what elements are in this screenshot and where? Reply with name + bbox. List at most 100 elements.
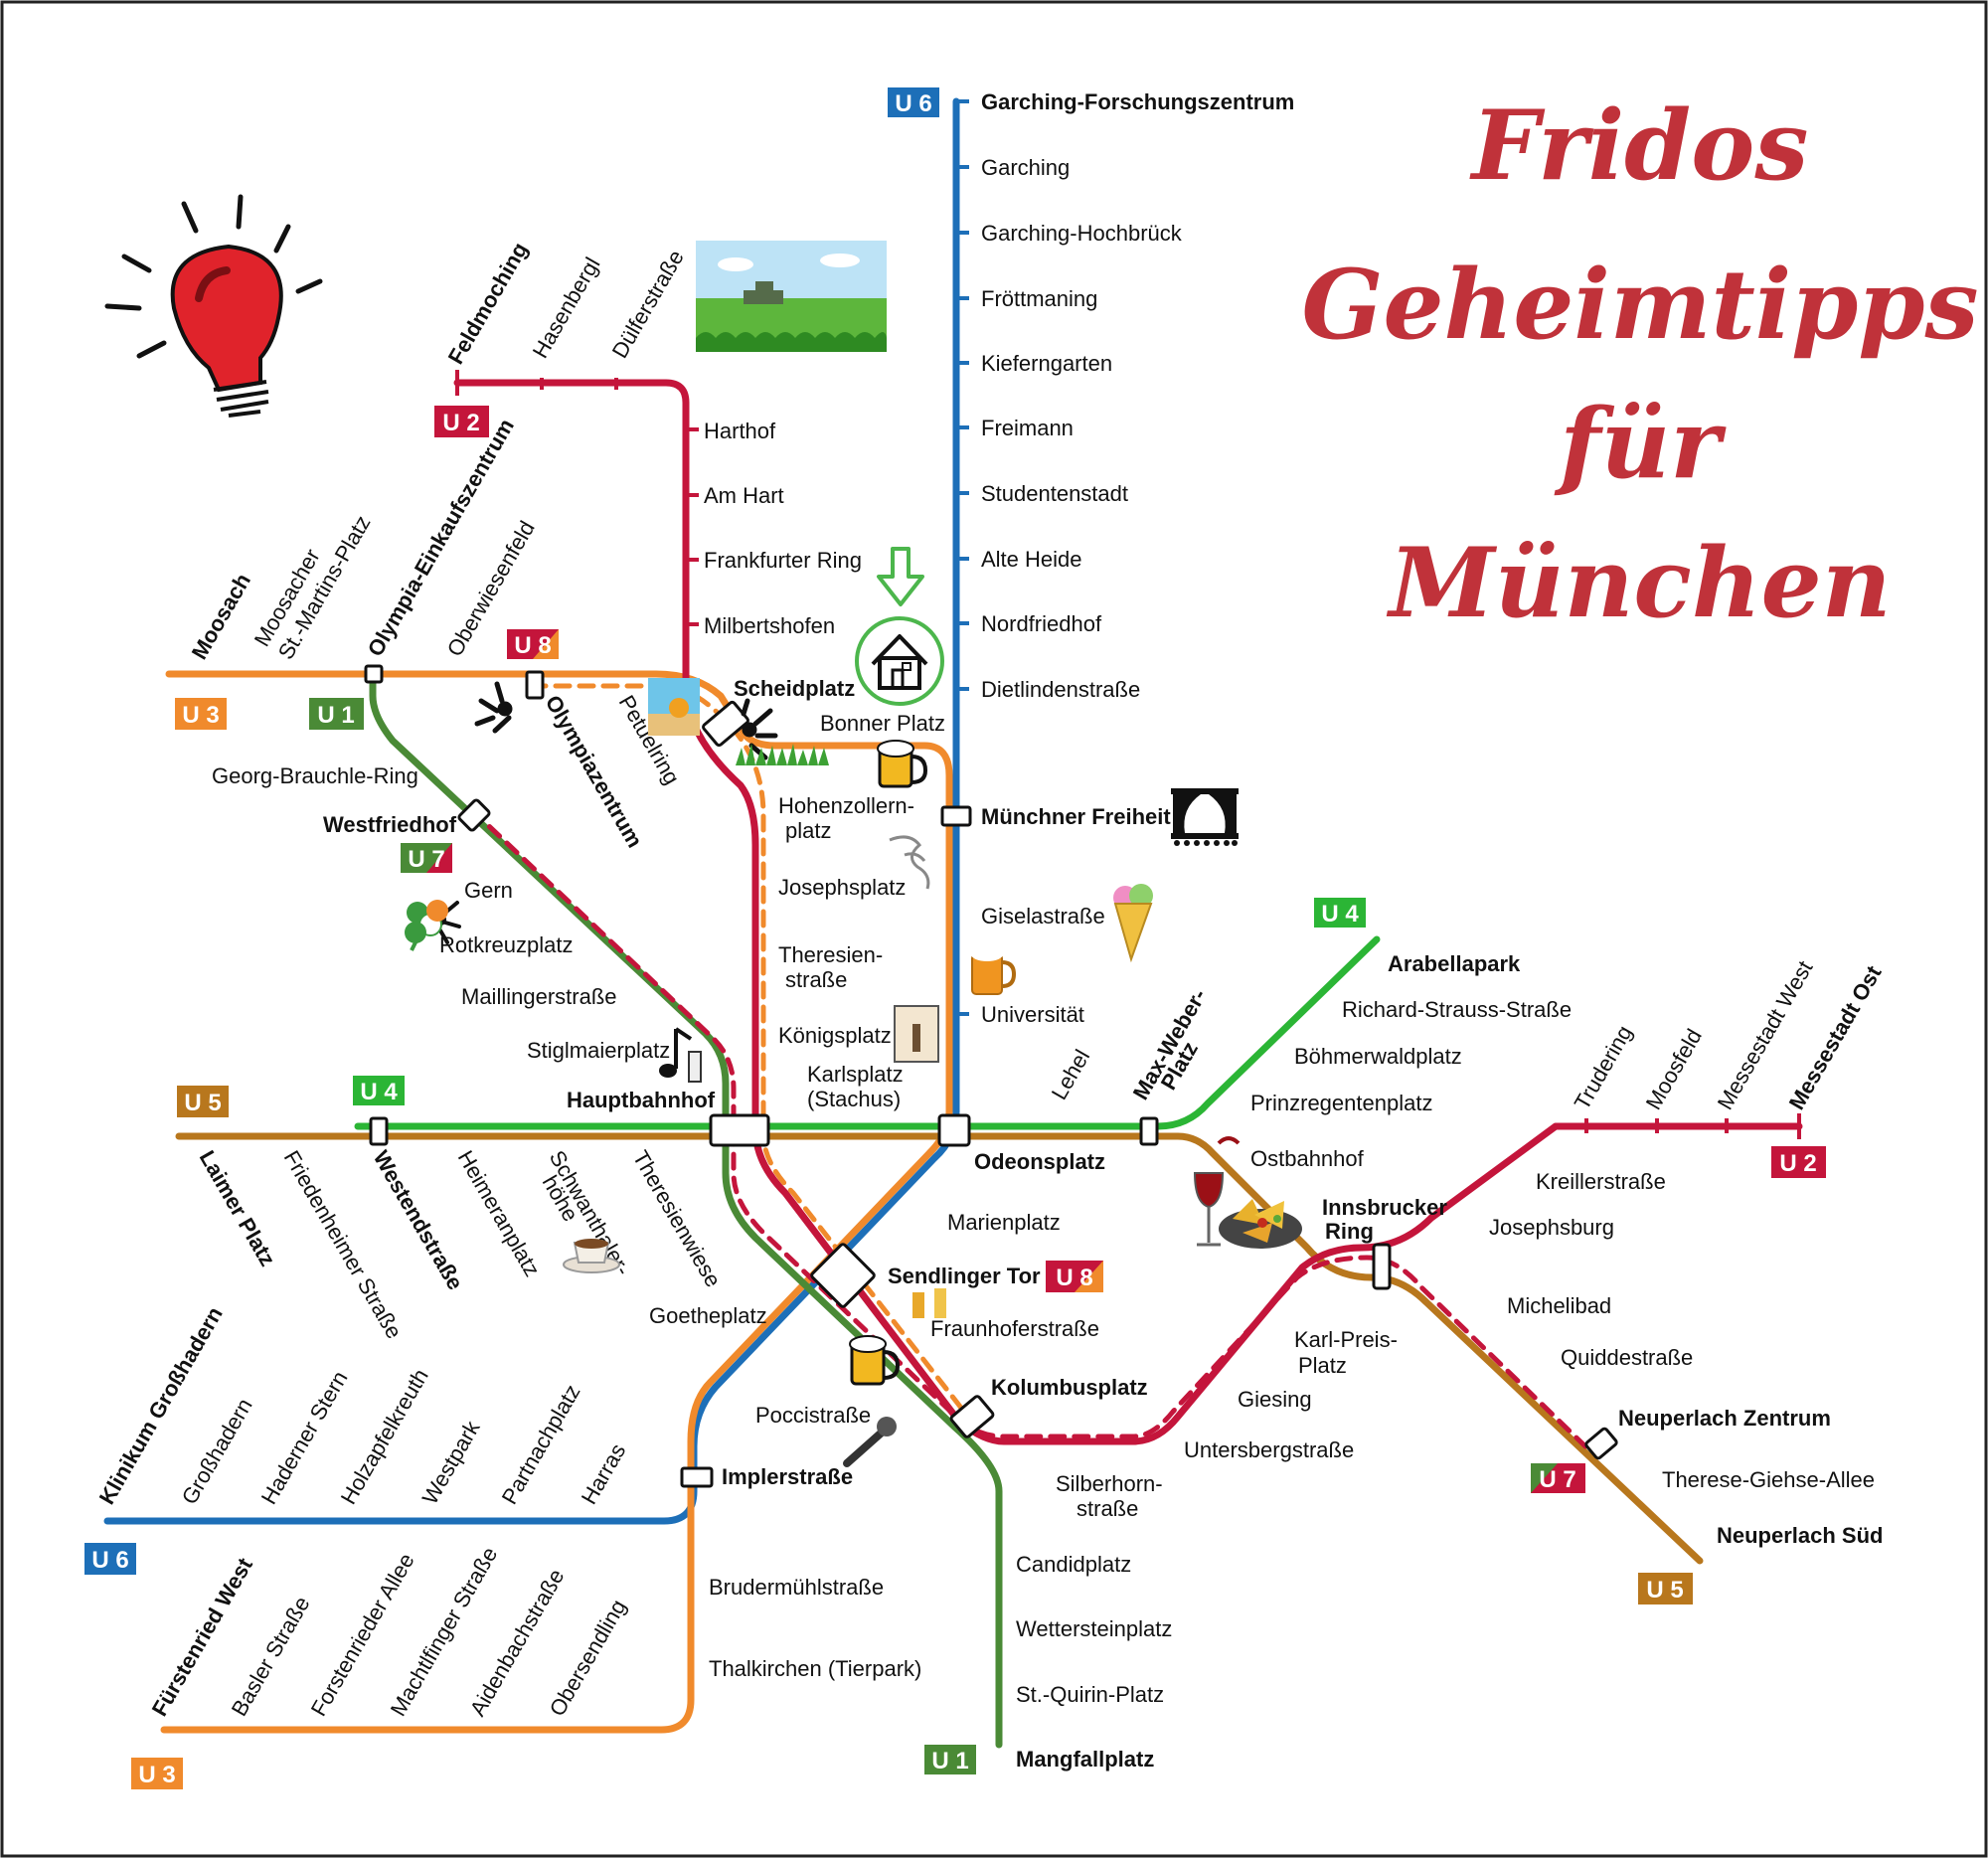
station-theresienwiese[interactable]: Theresienwiese	[628, 1146, 727, 1291]
badge-u2-east[interactable]: U 2	[1771, 1146, 1826, 1178]
station-josephsplatz[interactable]: Josephsplatz	[778, 875, 906, 900]
badge-u3-south[interactable]: U 3	[131, 1758, 183, 1789]
station-karl-preis-1[interactable]: Karl-Preis-	[1294, 1327, 1398, 1352]
interchange-neuperlach-zentrum[interactable]	[1584, 1427, 1618, 1460]
station-theresienstrasse-1[interactable]: Theresien-	[778, 942, 883, 967]
station-georg-brauchle[interactable]: Georg-Brauchle-Ring	[212, 763, 418, 788]
station-freimann[interactable]: Freimann	[981, 416, 1074, 440]
badge-u5-east[interactable]: U 5	[1638, 1573, 1693, 1605]
station-giesing[interactable]: Giesing	[1238, 1387, 1312, 1412]
station-nordfriedhof[interactable]: Nordfriedhof	[981, 611, 1102, 636]
interchange-sendlinger-tor[interactable]	[810, 1243, 876, 1308]
station-dietlindenstrasse[interactable]: Dietlindenstraße	[981, 677, 1140, 702]
interchange-scheidplatz[interactable]	[702, 700, 749, 748]
badge-u7-east[interactable]: U 7	[1531, 1463, 1585, 1493]
station-westpark[interactable]: Westpark	[417, 1416, 485, 1508]
station-innsbrucker-1[interactable]: Innsbrucker	[1322, 1195, 1447, 1220]
station-garching-hb[interactable]: Garching-Hochbrück	[981, 221, 1183, 246]
station-lehel[interactable]: Lehel	[1047, 1045, 1095, 1103]
station-partnachplatz[interactable]: Partnachplatz	[497, 1380, 585, 1508]
station-marienplatz[interactable]: Marienplatz	[947, 1210, 1061, 1235]
station-richard-strauss[interactable]: Richard-Strauss-Straße	[1342, 997, 1572, 1022]
badge-u4-east[interactable]: U 4	[1314, 898, 1366, 928]
badge-u4-west[interactable]: U 4	[353, 1076, 405, 1105]
home-icon[interactable]	[855, 616, 944, 706]
station-moosfeld[interactable]: Moosfeld	[1641, 1025, 1707, 1114]
station-scheidplatz[interactable]: Scheidplatz	[734, 676, 855, 701]
station-sendlinger-tor[interactable]: Sendlinger Tor	[888, 1264, 1041, 1288]
station-therese-giehse[interactable]: Therese-Giehse-Allee	[1662, 1467, 1875, 1492]
interchange-hauptbahnhof[interactable]	[709, 1113, 770, 1147]
station-garching[interactable]: Garching	[981, 155, 1070, 180]
station-universitaet[interactable]: Universität	[981, 1002, 1084, 1027]
station-froettmaning[interactable]: Fröttmaning	[981, 286, 1097, 311]
station-kreillerstrasse[interactable]: Kreillerstraße	[1536, 1169, 1666, 1194]
station-trudering[interactable]: Trudering	[1570, 1021, 1637, 1113]
station-candidplatz[interactable]: Candidplatz	[1016, 1552, 1131, 1577]
station-garching-fz[interactable]: Garching-Forschungszentrum	[981, 89, 1294, 114]
badge-u6-north[interactable]: U 6	[888, 87, 939, 117]
station-innsbrucker-2[interactable]: Ring	[1325, 1219, 1374, 1244]
station-obersendling[interactable]: Obersendling	[545, 1596, 631, 1721]
station-alte-heide[interactable]: Alte Heide	[981, 547, 1082, 572]
station-heimeranplatz[interactable]: Heimeranplatz	[453, 1146, 546, 1280]
station-am-hart[interactable]: Am Hart	[704, 483, 784, 508]
interchange-westendstrasse[interactable]	[369, 1116, 389, 1146]
station-karlsplatz-2[interactable]: (Stachus)	[807, 1087, 901, 1111]
station-koenigsplatz[interactable]: Königsplatz	[778, 1023, 892, 1048]
station-prinzregentenplatz[interactable]: Prinzregentenplatz	[1250, 1091, 1432, 1115]
badge-u5-west[interactable]: U 5	[177, 1086, 229, 1117]
station-poccistrasse[interactable]: Poccistraße	[755, 1403, 871, 1428]
station-rotkreuzplatz[interactable]: Rotkreuzplatz	[439, 932, 574, 957]
station-basler[interactable]: Basler Straße	[227, 1593, 315, 1721]
station-hohenzollernplatz-1[interactable]: Hohenzollern-	[778, 793, 914, 818]
interchange-innsbrucker-ring[interactable]	[1372, 1243, 1392, 1290]
station-muenchner-freiheit[interactable]: Münchner Freiheit	[981, 804, 1171, 829]
station-st-quirin[interactable]: St.-Quirin-Platz	[1016, 1682, 1164, 1707]
station-bonner-platz[interactable]: Bonner Platz	[820, 711, 945, 736]
station-frankfurter-ring[interactable]: Frankfurter Ring	[704, 548, 862, 573]
station-brudermuehlstrasse[interactable]: Brudermühlstraße	[709, 1575, 884, 1600]
station-westendstrasse[interactable]: Westendstraße	[369, 1146, 468, 1294]
interchange-max-weber-platz[interactable]	[1139, 1116, 1159, 1146]
interchange-implerstrasse[interactable]	[680, 1466, 714, 1488]
station-giselastrasse[interactable]: Giselastraße	[981, 904, 1105, 929]
station-kolumbusplatz[interactable]: Kolumbusplatz	[991, 1375, 1148, 1400]
interchange-westfriedhof[interactable]	[457, 798, 491, 832]
station-boehmerwaldplatz[interactable]: Böhmerwaldplatz	[1294, 1044, 1462, 1069]
interchange-kolumbusplatz[interactable]	[949, 1395, 995, 1438]
station-implerstrasse[interactable]: Implerstraße	[722, 1464, 853, 1489]
station-ostbahnhof[interactable]: Ostbahnhof	[1250, 1146, 1365, 1171]
station-olympia-ez[interactable]: Olympia-Einkaufszentrum	[363, 415, 519, 661]
station-grosshadern[interactable]: Großhadern	[177, 1394, 257, 1508]
station-fraunhoferstrasse[interactable]: Fraunhoferstraße	[930, 1316, 1099, 1341]
badge-u2-north[interactable]: U 2	[434, 406, 489, 437]
station-maillingerstrasse[interactable]: Maillingerstraße	[461, 984, 617, 1009]
station-neuperlach-sued[interactable]: Neuperlach Süd	[1717, 1523, 1883, 1548]
badge-u1-north[interactable]: U 1	[309, 698, 364, 730]
station-silberhorn-1[interactable]: Silberhorn-	[1056, 1471, 1163, 1496]
station-hauptbahnhof[interactable]: Hauptbahnhof	[567, 1088, 716, 1112]
station-arabellapark[interactable]: Arabellapark	[1388, 951, 1521, 976]
interchange-odeonsplatz[interactable]	[937, 1113, 971, 1147]
station-untersbergstrasse[interactable]: Untersbergstraße	[1184, 1437, 1354, 1462]
station-studentenstadt[interactable]: Studentenstadt	[981, 481, 1128, 506]
station-stiglmaierplatz[interactable]: Stiglmaierplatz	[527, 1038, 670, 1063]
station-haderner-stern[interactable]: Haderner Stern	[256, 1367, 353, 1509]
station-gern[interactable]: Gern	[464, 878, 513, 903]
station-karl-preis-2[interactable]: Platz	[1298, 1353, 1347, 1378]
station-harras[interactable]: Harras	[577, 1439, 631, 1509]
station-thalkirchen[interactable]: Thalkirchen (Tierpark)	[709, 1656, 921, 1681]
station-theresienstrasse-2[interactable]: straße	[785, 967, 847, 992]
station-holzapfelkreuth[interactable]: Holzapfelkreuth	[336, 1365, 433, 1509]
station-kieferngarten[interactable]: Kieferngarten	[981, 351, 1112, 376]
station-quiddestrasse[interactable]: Quiddestraße	[1561, 1345, 1693, 1370]
station-westfriedhof[interactable]: Westfriedhof	[323, 812, 457, 837]
badge-u6-west[interactable]: U 6	[84, 1543, 136, 1575]
badge-u8-south[interactable]: U 8	[1046, 1261, 1103, 1292]
interchange-olympiazentrum[interactable]	[525, 670, 545, 700]
station-hohenzollernplatz-2[interactable]: platz	[785, 818, 831, 843]
station-feldmoching[interactable]: Feldmoching	[443, 238, 533, 368]
station-goetheplatz[interactable]: Goetheplatz	[649, 1303, 767, 1328]
station-hasenbergl[interactable]: Hasenbergl	[528, 253, 605, 363]
